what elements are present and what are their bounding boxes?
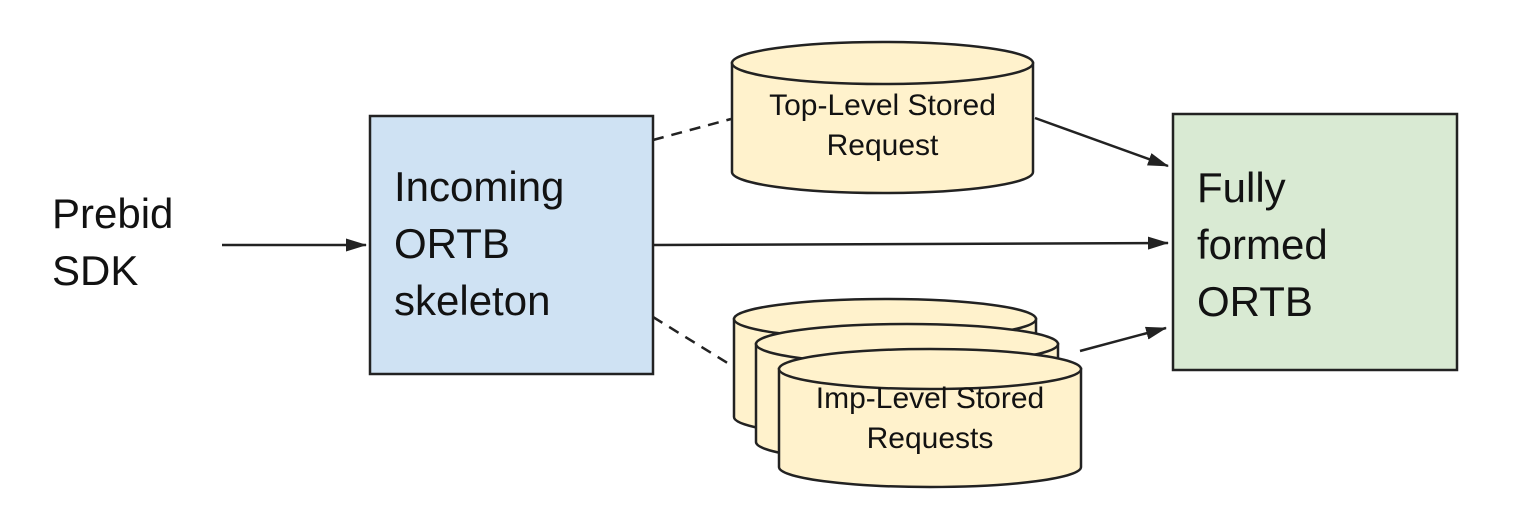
incoming-ortb-skeleton-box	[368, 114, 655, 376]
top-level-stored-request-cylinder	[730, 40, 1035, 195]
arrow-incoming-to-fully-formed	[652, 236, 1169, 250]
prebid-sdk-label: Prebid SDK	[52, 190, 174, 294]
imp-level-stored-requests-label: Imp-Level Stored Requests	[815, 382, 1045, 455]
cylinder-body	[730, 61, 1035, 195]
fully-formed-ortb-label: Fully formed ORTB	[1197, 164, 1328, 325]
cylinder-top	[730, 40, 1035, 86]
top-level-stored-request-label: Top-Level Stored Request	[769, 89, 996, 162]
imp-cylinder-front	[777, 347, 1083, 489]
cylinder-top	[777, 347, 1083, 391]
arrow-imp-level-to-fully-formed	[1079, 326, 1167, 353]
incoming-ortb-skeleton-label: Incoming ORTB skeleton	[394, 163, 565, 324]
cylinder-body	[777, 367, 1083, 489]
fully-formed-ortb-box	[1171, 112, 1459, 372]
dashed-connector-incoming-to-top-level	[652, 117, 732, 142]
arrow-top-level-to-fully-formed	[1034, 116, 1169, 168]
dashed-connector-incoming-to-imp-level	[652, 315, 735, 369]
imp-level-stored-requests-cylinder-stack	[732, 297, 1083, 489]
